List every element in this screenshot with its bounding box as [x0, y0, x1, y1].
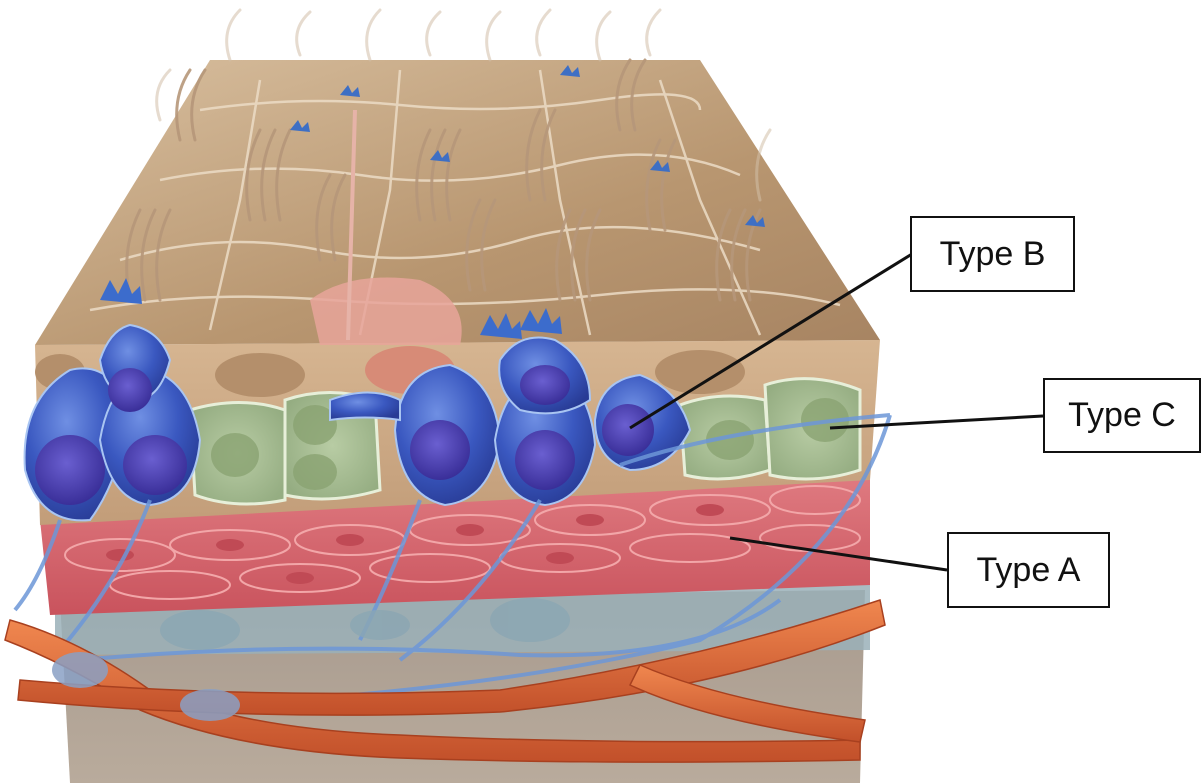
type-b-label: Type B — [910, 216, 1075, 292]
type-c-label: Type C — [1043, 378, 1201, 453]
top-surface — [35, 60, 880, 345]
type-a-label: Type A — [947, 532, 1110, 608]
